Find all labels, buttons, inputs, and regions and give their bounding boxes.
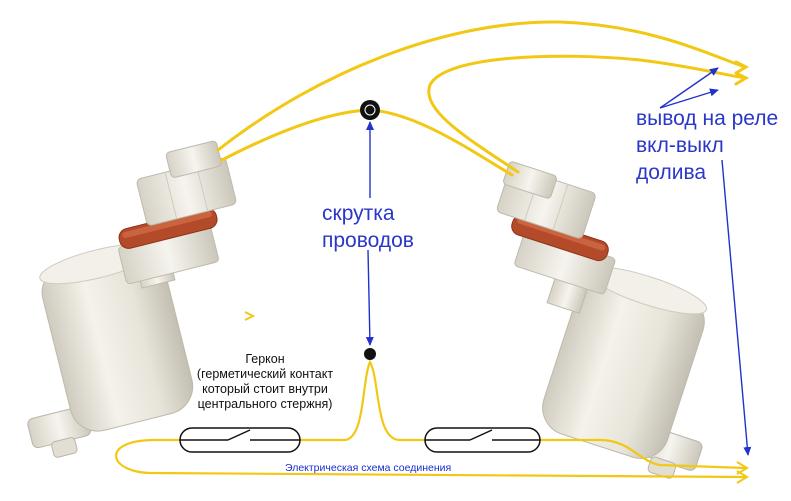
reed-switch-left [179, 427, 301, 453]
wire-left-to-twist [220, 108, 370, 162]
twist-point-top [360, 100, 380, 120]
schematic-wire-right [538, 438, 747, 470]
wires-top [216, 20, 750, 177]
twist-label-line-1: скрутка [322, 202, 395, 225]
right-float-switch [496, 161, 708, 479]
wire-left-to-relay [216, 20, 747, 152]
reed-switch-right [424, 427, 541, 453]
schematic-wire-loop [115, 438, 747, 479]
relay-label-line-1: вывод на реле [636, 107, 779, 130]
small-mark [244, 311, 256, 321]
wire-arrow-top [734, 60, 750, 75]
arrow-to-relay-top [659, 67, 719, 109]
arrow-to-bottom-twist [365, 249, 374, 346]
wire-arrow-bottom [734, 71, 750, 86]
reed-label-line-3: который стоит внутри [202, 382, 328, 396]
reed-label: Геркон (герметический контакт который ст… [182, 352, 348, 412]
twist-point-bottom [364, 348, 376, 360]
schematic-wires [115, 359, 747, 479]
arrow-to-schematic [721, 159, 752, 456]
wire-right-to-relay [427, 54, 747, 174]
schematic-caption: Электрическая схема соединения [285, 462, 452, 474]
relay-label-line-2: вкл-выкл [636, 134, 724, 157]
twist-label-line-2: проводов [322, 229, 414, 252]
reed-label-line-4: центрального стержня) [197, 397, 333, 411]
reed-label-line-1: Геркон [245, 352, 285, 366]
left-float-switch [27, 140, 237, 458]
annotation-arrows [365, 67, 752, 456]
reed-label-line-2: (герметический контакт [196, 367, 334, 381]
relay-label-line-3: долива [636, 161, 707, 184]
twist-label: скрутка проводов [322, 200, 414, 254]
schematic-arrow-2 [736, 470, 749, 484]
wire-twist-to-right [370, 108, 514, 177]
schematic-wire-middle [298, 359, 427, 442]
arrow-to-relay-bottom [659, 88, 719, 109]
relay-label: вывод на реле вкл-выкл долива [636, 105, 778, 186]
